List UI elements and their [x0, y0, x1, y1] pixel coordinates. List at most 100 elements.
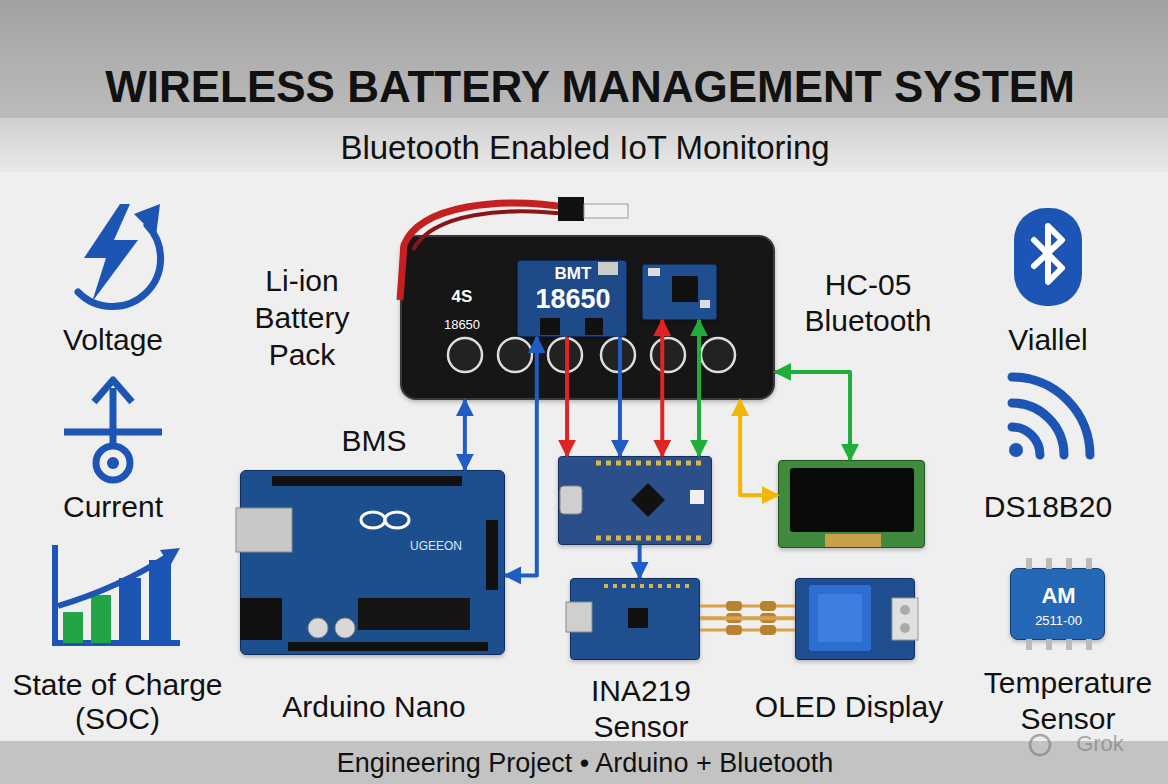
battery-symbol [548, 338, 582, 372]
logo-mark [385, 512, 409, 528]
bluetooth-icon [1014, 208, 1082, 306]
pin-header [288, 642, 488, 651]
ic-chip [631, 483, 665, 517]
terminal-screw [900, 623, 910, 633]
part-label: BMS [324, 423, 424, 459]
logo-mark [361, 512, 385, 528]
oled-module [778, 460, 925, 548]
arduino-board: BMSUGEEONArduino Nano [240, 470, 505, 655]
chip-pin [1026, 558, 1032, 569]
chip-pin [1086, 558, 1092, 569]
trend-line [58, 556, 168, 606]
chip-pin [1026, 639, 1032, 650]
usb-port [236, 508, 292, 552]
terminal-screw [900, 605, 910, 615]
ribbon-connector [825, 534, 881, 547]
relay-module: OLED Display [795, 578, 915, 660]
smd-part [700, 300, 710, 308]
power-jack [240, 598, 282, 640]
current-dot [107, 457, 119, 469]
bluetooth-module-details [648, 268, 710, 308]
chart-bar [91, 595, 111, 643]
module-marking: 18650 [518, 283, 628, 315]
wave-arc [1012, 427, 1040, 455]
cell-config: 4S [442, 287, 482, 307]
capacitor [335, 618, 355, 638]
wave-arc [1012, 403, 1064, 455]
current-stem [110, 388, 117, 444]
part-label: INA219 Sensor [566, 673, 716, 745]
resistor-symbol [726, 625, 742, 635]
diagram-title: WIRELESS BATTERY MANAGEMENT SYSTEM [6, 60, 1168, 113]
chip-pin [1066, 558, 1072, 569]
pin-header [272, 476, 462, 486]
title-band [0, 0, 1168, 118]
lightning-bolt [84, 204, 138, 302]
temperature-chip-details [1026, 558, 1092, 650]
icon-label: Current [33, 489, 193, 525]
pin-row [596, 536, 706, 541]
part-label: Arduino Nano [224, 689, 524, 725]
relay-face [818, 594, 862, 642]
bluetooth-module: HC-05 Bluetooth [642, 264, 717, 320]
cycle-arc [78, 225, 161, 307]
resistor-lead [700, 629, 795, 632]
smd-part [598, 262, 618, 275]
signal-arrow [463, 400, 467, 470]
ic-chip [358, 598, 470, 630]
resistor-symbol [760, 625, 776, 635]
signal-arrow [775, 372, 850, 460]
bluetooth-rune [1034, 226, 1062, 282]
diagram-caption: Engineering Project • Arduino + Bluetoot… [1, 747, 1168, 779]
bluetooth-badge [1014, 208, 1082, 306]
usb-port [560, 486, 582, 514]
battery-symbol [601, 338, 635, 372]
resistor-symbol [726, 613, 742, 623]
wireless-icon [1009, 377, 1090, 457]
pin-row [596, 461, 706, 466]
resistor-symbol [760, 613, 776, 623]
part-label: OLED Display [739, 689, 959, 725]
resistor-lead [700, 605, 795, 608]
current-bar [64, 429, 162, 436]
chip-marking: 2511-00 [1011, 613, 1106, 629]
module-marking: BMT [518, 264, 628, 284]
icon-label: Viallel [968, 322, 1128, 358]
battery-details [400, 197, 735, 372]
current-ring [96, 446, 130, 480]
oled-details [790, 468, 914, 547]
wave-arc [1012, 377, 1090, 455]
terminal-block [892, 598, 918, 640]
chip-pin [1046, 558, 1052, 569]
battery-symbol [448, 338, 482, 372]
signal-arrow [638, 545, 642, 578]
chip-pin [1046, 639, 1052, 650]
battery-symbol [498, 338, 532, 372]
reset-button [690, 490, 704, 504]
ina219-details [566, 586, 795, 635]
cycle-arrowhead [134, 204, 160, 236]
pin-row [604, 584, 692, 588]
bms-module: BMT18650 [517, 260, 627, 337]
pin-header [486, 520, 498, 590]
ic-chip [672, 276, 698, 302]
chart-bar [149, 560, 171, 643]
bms-module-details [540, 262, 618, 335]
signal-arrow [740, 400, 778, 495]
smd-part [648, 268, 660, 276]
footer-band [0, 741, 1168, 784]
soc-icon [55, 545, 180, 643]
relay-details [808, 584, 918, 652]
oled-screen [790, 468, 914, 532]
chart-bar [119, 578, 141, 643]
red-wire [413, 211, 572, 250]
part-label: HC-05 Bluetooth [793, 267, 943, 339]
current-arrowhead [94, 380, 132, 402]
part-label: Temperature Sensor [958, 665, 1168, 737]
cell-type: 18650 [437, 317, 487, 333]
red-wire [400, 203, 572, 300]
watermark-icon [1030, 735, 1050, 755]
resistor-symbol [726, 601, 742, 611]
wave-dot [1009, 443, 1023, 457]
